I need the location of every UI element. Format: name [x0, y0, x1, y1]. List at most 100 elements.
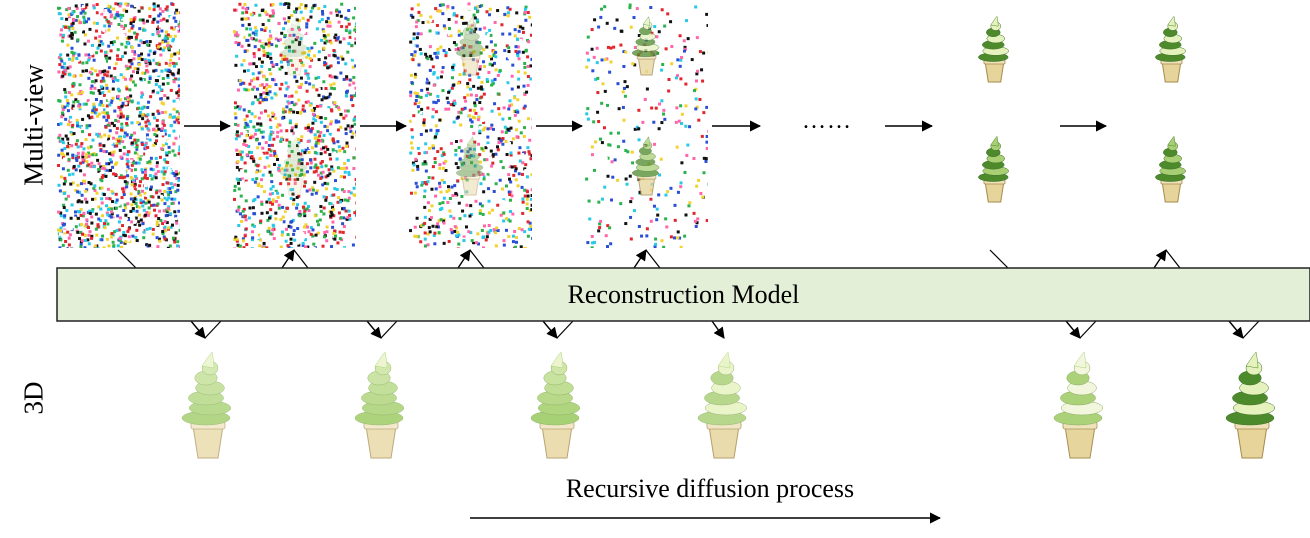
swirl-tip-shape	[990, 135, 999, 147]
swirl-tip-shape	[642, 16, 651, 26]
model-input-line	[117, 249, 137, 269]
view-two-cone-icon	[978, 135, 1009, 203]
swirl-layer-shape	[466, 141, 477, 150]
swirl-layer-shape	[287, 152, 304, 161]
multiview-panel	[409, 2, 532, 248]
model-output-arrow	[633, 249, 647, 269]
multiview-panel	[1110, 2, 1233, 248]
view-two-cone-icon	[1155, 135, 1186, 203]
swirl-layer-shape	[286, 146, 300, 156]
swirl-layer-shape	[287, 32, 304, 41]
swirl-layer-shape	[283, 163, 308, 172]
process-label: Recursive diffusion process	[565, 474, 855, 503]
swirl-layer-shape	[463, 32, 480, 41]
view-one-cone-icon	[978, 15, 1009, 83]
model-input-line	[989, 249, 1009, 269]
model-input-line	[293, 249, 309, 269]
model-output-arrow	[457, 249, 471, 269]
multiview-row	[57, 2, 1233, 248]
model-output-arrow	[1153, 249, 1167, 269]
cone-base-shape	[1064, 425, 1096, 459]
swirl-layer-shape	[459, 163, 484, 172]
multiview-panel	[933, 2, 1056, 248]
cone-base-shape	[285, 56, 304, 76]
cone-base-shape	[637, 56, 656, 76]
three-d-cone-icon	[1053, 351, 1104, 459]
view-one-cone-icon	[455, 16, 484, 76]
cone-base-shape	[1236, 425, 1268, 459]
cone-base-shape	[192, 425, 224, 459]
swirl-layer-shape	[283, 157, 304, 167]
render-line	[1242, 320, 1260, 339]
three-d-cone-icon	[697, 351, 748, 459]
cone-rim-shape	[460, 174, 481, 180]
ellipsis-label: ……	[802, 108, 852, 134]
swirl-layer-shape	[462, 26, 476, 36]
reconstruction-model-box	[56, 267, 1310, 322]
render-line	[380, 320, 398, 339]
cone-rim-shape	[460, 54, 481, 60]
render-arrow	[366, 320, 382, 339]
view-two-cone-icon	[279, 136, 308, 196]
swirl-tip-shape	[1167, 15, 1176, 27]
cone-base-shape	[461, 176, 480, 196]
three-d-cone-icon	[530, 351, 581, 459]
multiview-panel	[233, 2, 356, 248]
three-d-cone-icon	[354, 351, 405, 459]
multiview-panel	[57, 2, 180, 248]
render-arrow	[1065, 320, 1081, 339]
cone-base-shape	[1161, 181, 1182, 203]
model-input-line	[1165, 249, 1181, 269]
cone-base-shape	[637, 176, 656, 196]
swirl-layer-shape	[463, 152, 480, 161]
three-d-row-label: 3D	[18, 381, 49, 415]
cone-base-shape	[984, 61, 1005, 83]
swirl-layer-shape	[279, 168, 307, 178]
cone-base-shape	[365, 425, 397, 459]
multiview-row-label: Multi-view	[18, 64, 49, 186]
swirl-layer-shape	[455, 48, 483, 58]
swirl-tip-shape	[1245, 351, 1259, 369]
cone-rim-shape	[284, 54, 305, 60]
swirl-layer-shape	[459, 37, 480, 47]
multiview-panel	[585, 2, 708, 248]
swirl-tip-shape	[717, 351, 731, 369]
cone-base-shape	[541, 425, 573, 459]
render-line	[556, 320, 574, 339]
three-d-row	[181, 351, 1276, 459]
view-two-cone-icon	[631, 136, 660, 196]
model-input-line	[469, 249, 485, 269]
swirl-layer-shape	[455, 168, 483, 178]
cone-base-shape	[461, 56, 480, 76]
view-one-cone-icon	[279, 16, 308, 76]
cone-base-shape	[1161, 61, 1182, 83]
swirl-layer-shape	[459, 43, 484, 52]
three-d-cone-icon	[181, 351, 232, 459]
cone-base-shape	[984, 181, 1005, 203]
swirl-tip-shape	[374, 351, 388, 369]
swirl-tip-shape	[990, 15, 999, 27]
swirl-layer-shape	[283, 43, 308, 52]
view-one-cone-icon	[1155, 15, 1186, 83]
render-arrow	[711, 320, 725, 339]
swirl-layer-shape	[286, 26, 300, 36]
render-arrow	[1228, 320, 1244, 339]
render-line	[1079, 320, 1097, 339]
arrows-layer	[117, 120, 1260, 524]
swirl-layer-shape	[462, 146, 476, 156]
render-line	[204, 320, 222, 339]
swirl-tip-shape	[550, 351, 564, 369]
cone-rim-shape	[284, 174, 305, 180]
cone-base-shape	[708, 425, 740, 459]
swirl-layer-shape	[459, 157, 480, 167]
swirl-tip-shape	[466, 16, 475, 26]
swirl-layer-shape	[290, 21, 301, 30]
model-input-line	[645, 249, 661, 269]
swirl-layer-shape	[279, 48, 307, 58]
swirl-tip-shape	[290, 136, 299, 146]
three-d-cone-icon	[1225, 351, 1276, 459]
swirl-tip-shape	[1167, 135, 1176, 147]
swirl-tip-shape	[466, 136, 475, 146]
